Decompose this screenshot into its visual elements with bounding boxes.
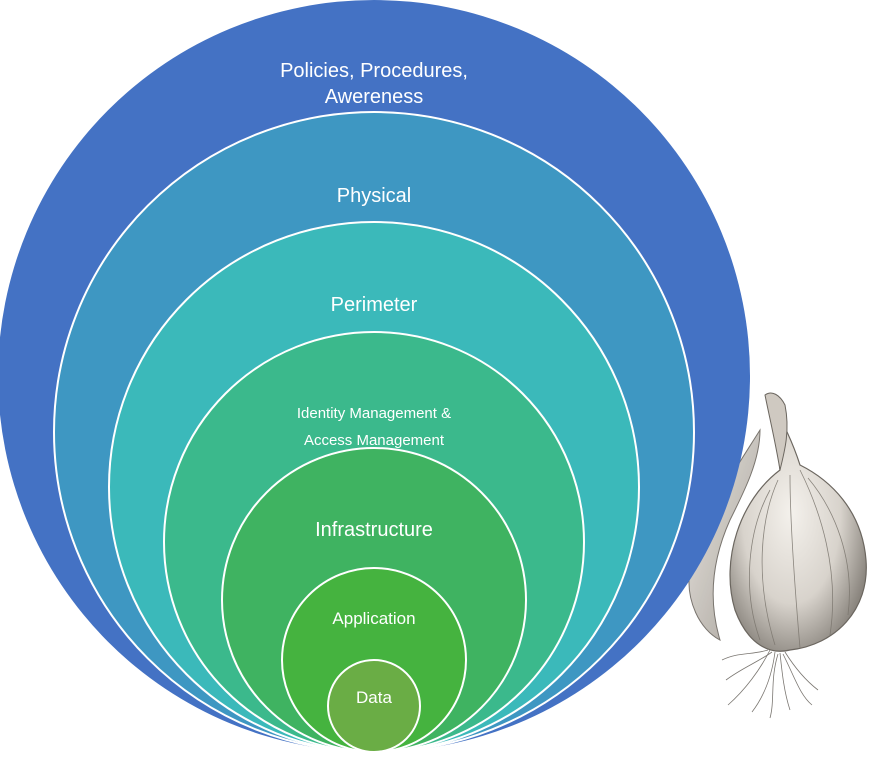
layer-rings [0, 0, 750, 753]
layer-ring-data [327, 659, 421, 753]
onion-illustration [688, 392, 867, 719]
